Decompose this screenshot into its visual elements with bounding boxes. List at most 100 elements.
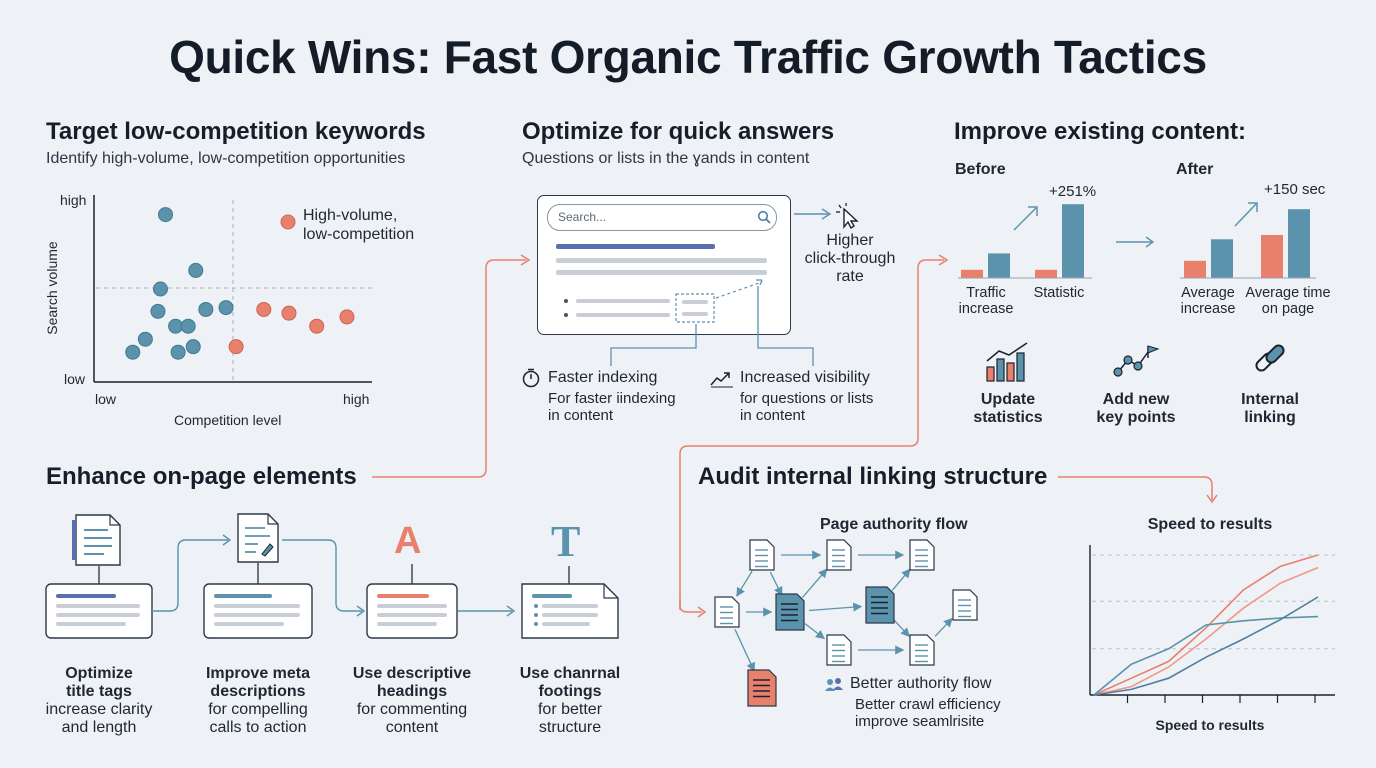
bar-chart-traffic — [961, 204, 1084, 278]
onpage-item-1-title-2: title tags — [66, 683, 132, 700]
onpage-item-1-desc-2: and length — [61, 719, 137, 736]
faster-desc-2: in content — [548, 407, 614, 424]
bar-chart-time — [1184, 209, 1310, 278]
scatter-legend-marker — [280, 214, 296, 230]
serp-search-box[interactable]: Search... — [547, 204, 777, 231]
graph-edge-6 — [808, 602, 863, 612]
onpage-item-3-desc-1: for commenting — [356, 701, 468, 718]
visibility-title: Increased visibility — [740, 369, 870, 386]
scatter-point-0-2 — [152, 281, 168, 297]
footing-letter-t-icon: T — [551, 517, 581, 566]
before-label: Before — [955, 161, 1006, 178]
keywords-subtitle: Identify high-volume, low-competition op… — [46, 150, 406, 167]
page-node-4 — [775, 593, 805, 631]
heading-letter-a-icon: A — [394, 520, 422, 562]
scatter-point-0-5 — [180, 318, 196, 334]
action-3-line-1: Internal — [1241, 391, 1299, 408]
page-node-9 — [747, 669, 777, 707]
speed-chart-xlabel: Speed to results — [1155, 717, 1265, 733]
growth-arrow-2 — [1234, 203, 1257, 227]
x-tick-high: high — [343, 391, 370, 407]
document-icon — [72, 514, 121, 566]
onpage-item-4: Use chanrnal footings for better structu… — [500, 665, 640, 737]
onpage-item-2-title-2: descriptions — [210, 683, 306, 700]
onpage-item-1: Optimize title tags increase clarity and… — [30, 665, 168, 737]
bar-label-time: Average time on page — [1238, 285, 1338, 317]
action-1-line-1: Update — [980, 391, 1036, 408]
card-footings — [521, 583, 619, 639]
card-headings — [366, 583, 458, 639]
scatter-point-0-3 — [150, 303, 166, 319]
bar-label-traffic-2: increase — [958, 301, 1014, 317]
line-chart-series — [1093, 554, 1319, 696]
visibility-desc-1: for questions or lists — [740, 390, 874, 407]
legend-line-1: High-volume, — [303, 207, 398, 224]
onpage-item-3-desc-2: content — [385, 719, 439, 736]
graph-edge-4 — [801, 568, 828, 599]
better-authority-desc: Better crawl efficiency improve seamlris… — [855, 696, 1001, 730]
bar-bars2-0-1 — [1261, 235, 1283, 278]
bar-label-avg-2: increase — [1180, 301, 1236, 317]
y-axis-label: Search volume — [44, 241, 60, 335]
onpage-item-4-title-2: footings — [538, 683, 602, 700]
onpage-item-1-desc-1: increase clarity — [45, 701, 153, 718]
users-icon — [825, 678, 843, 691]
bar-label-statistic: Statistic — [1033, 285, 1085, 301]
scatter-point-1-2 — [309, 318, 325, 334]
line-series-3 — [1093, 596, 1319, 696]
scatter-point-0-9 — [125, 344, 141, 360]
speed-chart-title: Speed to results — [1147, 516, 1273, 533]
faster-indexing-desc: For faster iindexing in content — [548, 390, 676, 424]
scatter-point-0-1 — [188, 262, 204, 278]
onpage-item-3-title-1: Use descriptive — [352, 665, 472, 682]
better-desc-1: Better crawl efficiency — [855, 696, 1001, 713]
cursor-click-icon — [836, 203, 859, 230]
action-update-statistics: Update statistics — [958, 391, 1058, 427]
visibility-desc-2: in content — [740, 407, 806, 424]
bar-label-traffic: Traffic increase — [940, 285, 1032, 317]
onpage-item-1-title-1: Optimize — [65, 665, 133, 682]
scatter-point-1-0 — [256, 301, 272, 317]
graph-edge-11 — [734, 628, 755, 672]
page-node-6 — [952, 589, 978, 621]
bar-bars1-0-1 — [1035, 269, 1057, 278]
graph-edge-2 — [736, 570, 753, 597]
action-3-line-2: linking — [1244, 409, 1296, 426]
ctr-line-3: rate — [836, 268, 864, 285]
onpage-item-2-desc-2: calls to action — [209, 719, 307, 736]
onpage-item-2-desc-1: for compelling — [208, 701, 308, 718]
sec-annotation: +150 sec — [1264, 181, 1326, 198]
page-node-3 — [714, 596, 740, 628]
after-label: After — [1176, 161, 1214, 178]
scatter-point-0-10 — [170, 344, 186, 360]
onpage-item-4-desc-1: for better — [537, 701, 603, 718]
y-tick-low: low — [64, 371, 86, 387]
better-authority-title: Better authority flow — [850, 675, 992, 692]
line-series-2 — [1093, 615, 1319, 696]
search-icon — [757, 210, 771, 224]
onpage-item-3-title-2: headings — [376, 683, 448, 700]
pct-annotation: +251% — [1049, 183, 1097, 200]
scatter-point-0-4 — [168, 318, 184, 334]
bar-bars1-0-0 — [961, 269, 983, 278]
graph-edges — [734, 550, 953, 672]
key-points-icon — [1113, 345, 1160, 377]
better-desc-2: improve seamlrisite — [855, 713, 985, 730]
visibility-desc: for questions or lists in content — [740, 390, 873, 424]
answers-subtitle: Questions or lists in the ɣands in conte… — [522, 150, 810, 167]
bar-label-avg-1: Average — [1181, 285, 1235, 301]
bar-bars2-1-0 — [1211, 239, 1233, 278]
bar-bars1-1-0 — [988, 253, 1010, 278]
graph-edge-10 — [934, 617, 953, 637]
graph-edge-7 — [891, 568, 911, 591]
x-axis-label: Competition level — [174, 412, 282, 428]
connector-onpage-to-answers — [372, 259, 526, 478]
legend-line-2: low-competition — [303, 226, 415, 243]
